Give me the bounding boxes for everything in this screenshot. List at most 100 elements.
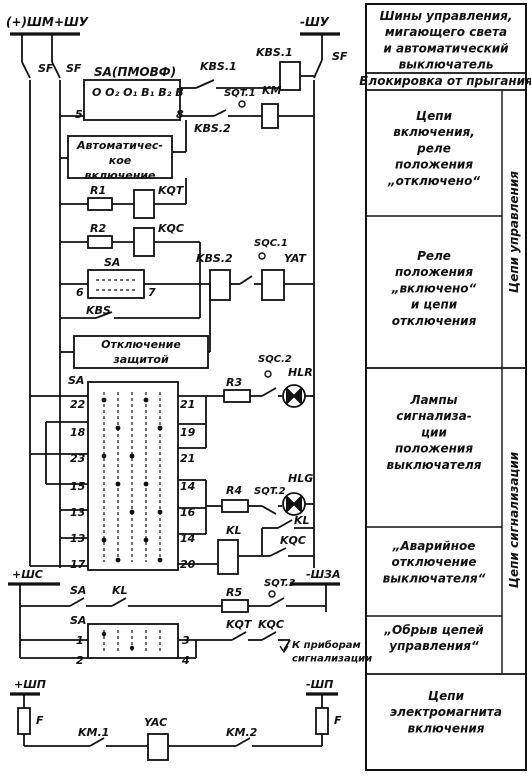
sa-signal-switch: SA 22 18 23 15 13 13 17 21 19 21 14 16 1… [29,374,218,571]
sa-pin-left-3: 23 [70,452,86,465]
text-line: сигнализа- [396,409,471,423]
sa-pin-left-1: 22 [70,398,86,411]
yac-coil [147,733,169,761]
sqc2-label: SQC.2 [258,354,292,365]
text-line: Реле [417,249,451,263]
kqc-label: KQC [158,222,184,235]
green-lamp-circuit: R4 SQT.2 HLG [206,472,314,516]
kl-circuit: KL KQC KL [217,514,314,575]
sa-pin-right-4: 14 [180,480,195,493]
kl-contact-label: KL [112,584,128,597]
text-line: положения [395,158,473,172]
sa-pin-right-1: 21 [180,398,195,411]
text-line: Автоматичес- [76,139,163,152]
fuse-right-label: F [334,714,342,727]
r3-label: R3 [226,376,242,389]
legend-cell-lamps: Лампы сигнализа-ции положения выключателя [387,393,482,472]
emergency-signal-circuit: SA KL R5 SQT.3 [20,578,326,613]
sa-break-label: SA [70,614,86,627]
text-line: реле [416,141,451,155]
sa-pin-2: 2 [76,654,84,667]
sqt1-label: SQT.1 [224,88,256,99]
kbs-label: KBS [86,304,111,317]
top-buses: (+)ШМ +ШУ -ШУ SF SF SF [6,15,348,75]
close-circuit-top: KBS.1 KBS.1 KBS.2 SQT.1 KM [180,46,314,135]
hlr-lamp [282,384,306,408]
sa-pin-right-5: 16 [180,506,196,519]
hlg-label: HLG [288,472,313,485]
side-label-signal: Цепи сигнализации [507,451,521,588]
kqc-b-label: KQC [280,534,306,547]
text-line: выключатель [399,58,494,72]
text-line: Цепи [416,109,453,123]
sa-pin-left-5: 13 [70,506,86,519]
kqc-c-label: KQC [258,618,284,631]
kqt-coil [133,189,155,219]
text-line: „отключено“ [387,174,480,188]
bus-plus-shu-label: +ШУ [54,15,89,29]
yac-label: YAC [144,716,167,729]
fuse-left-label: F [36,714,44,727]
kbs1-coil [279,61,301,91]
sa-pin-left-7: 17 [70,558,86,571]
text-line: электромагнита [390,705,502,719]
rails [21,34,323,568]
text-line: К приборам [292,639,361,651]
sa-6-7-switch: SA 6 7 KBS [60,256,210,319]
text-line: Цепи [428,689,465,703]
trip-circuit: KBS.2 SQC.1 YAT [196,238,314,301]
kbs2-coil [209,269,231,301]
legend-cell-break: „Обрыв цепей управления“ [383,623,484,653]
bus-minus-shza-label: -ШЗА [306,568,340,581]
r2-kqc-branch: R2 KQC [60,222,201,284]
sqc1-label: SQC.1 [254,238,288,249]
sa-pin-4: 4 [181,654,190,667]
sa-emergency-label: SA [70,584,86,597]
text-line: включения, [393,125,475,139]
sa-pin-8: 8 [176,108,184,121]
text-line: управления“ [389,639,479,653]
text-line: „Аварийное [392,539,476,553]
sqt3-label: SQT.3 [264,578,296,589]
text-line: „Обрыв цепей [383,623,484,637]
sf-right-label: SF [332,50,348,63]
text-line: кое [109,154,132,167]
kl-coil [217,539,239,575]
km1-label: KM.1 [78,726,109,739]
side-label-control: Цепи управления [507,171,521,293]
text-line: Блокировка от прыгания [359,74,531,88]
sa-pin-7: 7 [148,286,156,299]
hlg-lamp [282,492,306,516]
text-line: включения [408,721,485,735]
sf-left-label: SF [38,62,54,75]
sa-pin-right-2: 19 [180,426,196,439]
sa-pin-left-2: 18 [70,426,86,439]
legend-cell-antipump: Блокировка от прыгания [359,74,531,88]
text-line: положения [395,442,473,456]
text-line: выключателя [387,458,482,472]
sa-pin-right-3: 21 [180,452,195,465]
kl-label: KL [226,524,242,537]
text-line: и автоматический [383,41,509,55]
kbs1-coil-label: KBS.1 [256,46,293,59]
sa-6-7-label: SA [104,256,120,269]
text-line: Лампы [409,393,457,407]
text-line: мигающего света [385,25,507,39]
text-line: отключение [391,555,476,569]
legend-cell-close-circuits: Цепи включения, реле положения „отключено“ [387,109,480,188]
sa-positions-label: О О₂ О₁ В₁ В₂ В [92,86,184,99]
kbs1-label: KBS.1 [200,60,237,73]
sa-pin-left-4: 15 [70,480,86,493]
kl-b-label: KL [294,514,310,527]
bus-plus-shm-label: (+)ШМ [6,15,54,29]
text-line: защитой [112,353,169,366]
sf-mid-label: SF [66,62,82,75]
text-line: ции [421,425,447,439]
